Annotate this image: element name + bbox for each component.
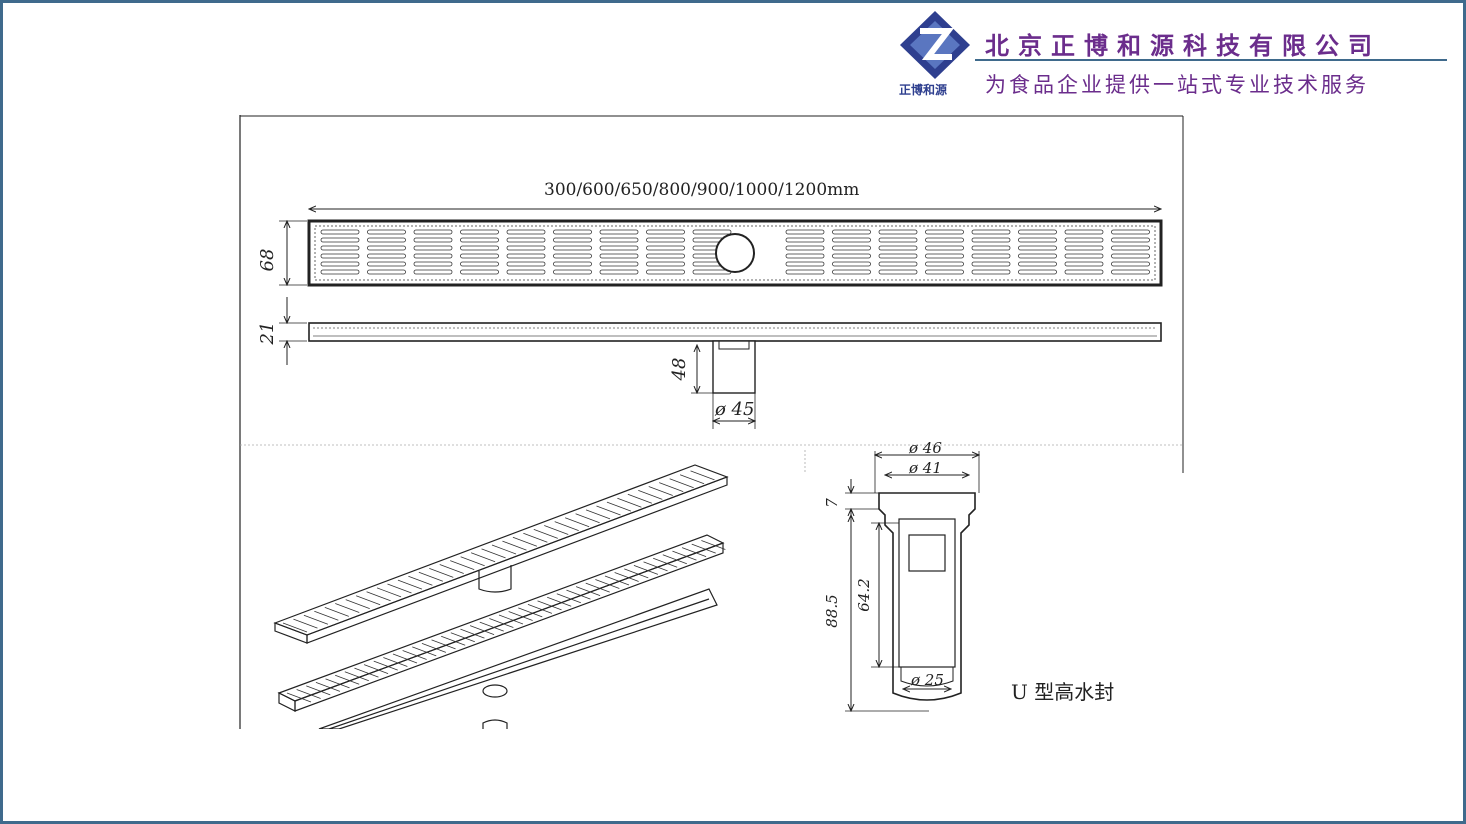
isometric-exploded-view <box>273 464 729 729</box>
length-label: 300/600/650/800/900/1000/1200mm <box>544 180 859 200</box>
outer-diameter-label: ø 46 <box>908 439 942 457</box>
bottom-diameter-label: ø 25 <box>910 671 944 689</box>
flange-label: 7 <box>823 498 841 508</box>
grate-1-slots <box>282 470 715 633</box>
total-height-label: 88.5 <box>823 594 841 627</box>
drain-drawing-svg: 300/600/650/800/900/1000/1200mm 68 21 <box>239 115 1184 729</box>
logo-caption: 正博和源 <box>899 83 948 97</box>
inner-height-label: 64.2 <box>855 578 873 611</box>
trap-title: U 型高水封 <box>1011 680 1114 704</box>
header-divider <box>975 59 1447 61</box>
technical-drawing: 300/600/650/800/900/1000/1200mm 68 21 <box>239 115 1185 729</box>
u-trap-section: ø 46 ø 41 7 88.5 <box>823 439 1114 711</box>
grate-slots <box>320 229 1150 275</box>
top-view: 300/600/650/800/900/1000/1200mm 68 21 <box>257 180 1163 429</box>
company-tagline: 为食品企业提供一站式专业技术服务 <box>985 73 1369 97</box>
inner-diameter-label: ø 41 <box>908 459 942 477</box>
outlet-diameter-label: ø 45 <box>714 399 754 420</box>
company-name: 北京正博和源科技有限公司 <box>985 32 1381 60</box>
company-logo-icon <box>900 11 970 79</box>
grate-2-slots <box>286 540 726 703</box>
outlet-height-label: 48 <box>669 358 690 382</box>
height-label: 21 <box>257 322 278 346</box>
width-label: 68 <box>257 249 278 272</box>
